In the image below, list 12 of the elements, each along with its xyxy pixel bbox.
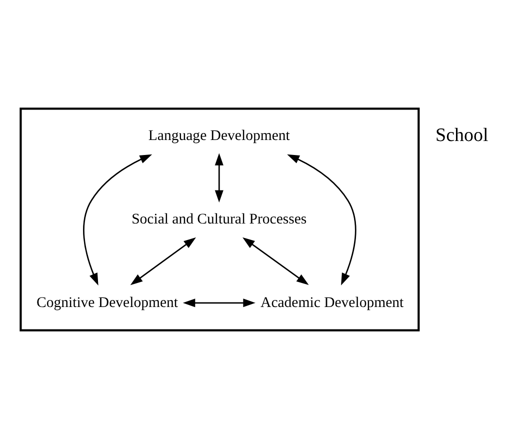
- node-text: Academic Development: [260, 294, 404, 311]
- arrow: [83, 154, 152, 286]
- arrow: [130, 237, 196, 286]
- cluster: [20, 108, 420, 332]
- node-text: Language Development: [148, 128, 290, 144]
- arrow: [287, 154, 356, 286]
- arrow: [242, 237, 309, 286]
- node-text: Social and Cultural Processes: [132, 211, 307, 228]
- label: School: [436, 124, 488, 146]
- arrow: [214, 153, 224, 203]
- arrow: [182, 298, 256, 308]
- node-text: Cognitive Development: [36, 294, 178, 311]
